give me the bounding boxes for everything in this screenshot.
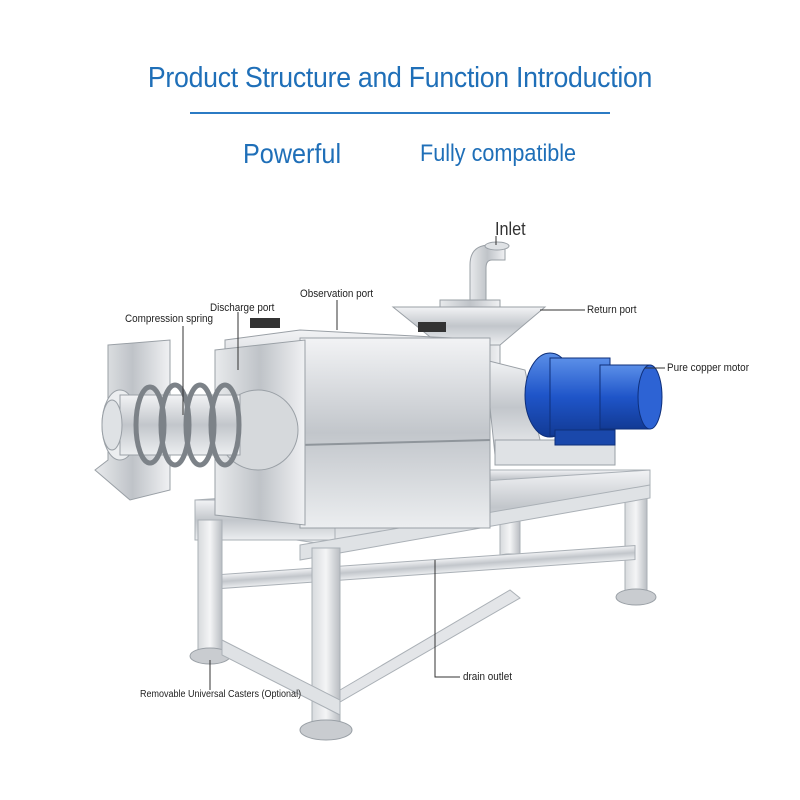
label-observation-port: Observation port: [300, 288, 374, 300]
title-underline: [190, 112, 610, 114]
label-motor: Pure copper motor: [667, 362, 749, 374]
page-title: Product Structure and Function Introduct…: [147, 62, 653, 94]
compression-spring-assembly: [94, 339, 242, 501]
label-casters: Removable Universal Casters (Optional): [140, 689, 302, 700]
main-drum: [214, 318, 491, 529]
label-compression-spring: Compression spring: [125, 313, 214, 325]
subtitle-powerful: Powerful: [243, 138, 342, 169]
label-return-port: Return port: [587, 304, 637, 316]
label-inlet: Inlet: [495, 219, 526, 239]
label-discharge-port: Discharge port: [210, 302, 275, 314]
subtitle-compatible: Fully compatible: [420, 140, 577, 167]
motor-illustration: [524, 352, 663, 446]
leader-lines: [182, 236, 665, 690]
label-drain-outlet: drain outlet: [463, 671, 512, 683]
